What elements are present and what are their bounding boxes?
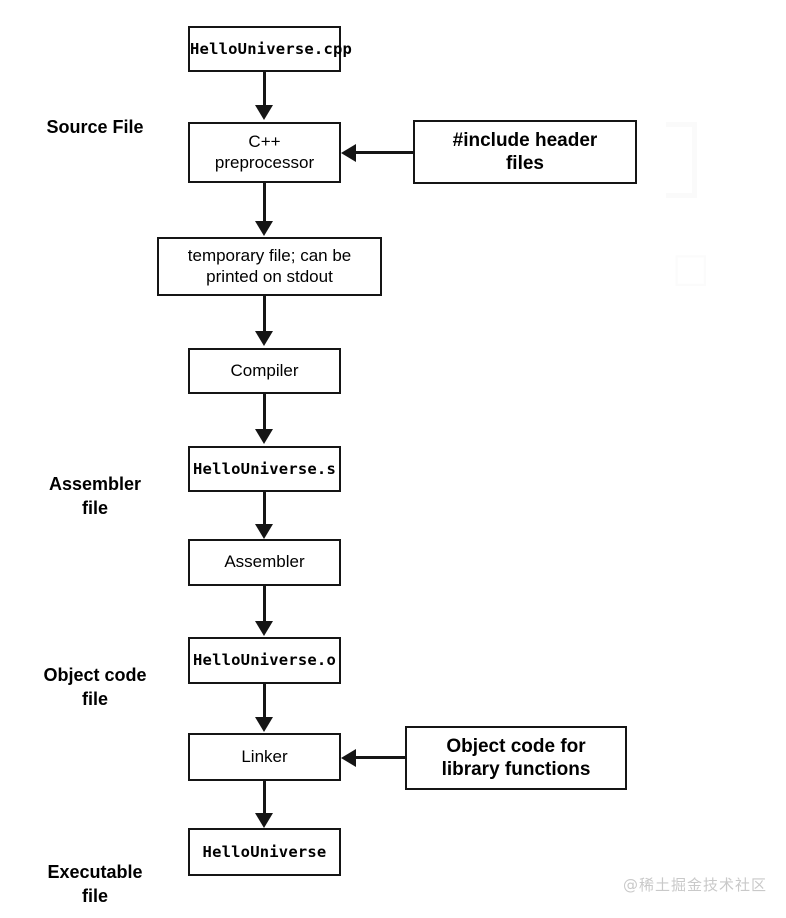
ghost-watermark-shape: [666, 122, 697, 198]
edge-linker-to-executable-line: [263, 781, 266, 814]
node-label: HelloUniverse: [202, 842, 327, 861]
node-label: Assembler: [224, 552, 305, 572]
node-linker[interactable]: Linker: [188, 733, 341, 781]
node-label: Object code for library functions: [441, 735, 591, 780]
node-label: HelloUniverse.s: [193, 459, 336, 478]
edge-linker-to-executable-arrow: [255, 813, 273, 828]
node-cpp-preprocessor[interactable]: C++ preprocessor: [188, 122, 341, 183]
edge-assembler-to-o-arrow: [255, 621, 273, 636]
edge-assembler-to-o-line: [263, 586, 266, 622]
node-label: HelloUniverse.cpp: [190, 39, 353, 58]
stage-label-object-code-file: Object code file: [20, 641, 170, 711]
edge-compiler-to-s-arrow: [255, 429, 273, 444]
node-hellouniverse-cpp[interactable]: HelloUniverse.cpp: [188, 26, 353, 72]
edge-include-to-preprocessor-arrow: [341, 143, 356, 162]
edge-s-to-assembler-line: [263, 492, 266, 525]
node-hellouniverse-executable[interactable]: HelloUniverse: [188, 828, 341, 876]
edge-include-to-preprocessor-line: [352, 151, 414, 154]
edge-s-to-assembler-arrow: [255, 524, 273, 539]
stage-label-text: Source File: [46, 117, 144, 138]
node-hellouniverse-o[interactable]: HelloUniverse.o: [188, 637, 341, 684]
edge-preprocessor-to-temp-line: [263, 183, 266, 222]
edge-preprocessor-to-temp-arrow: [255, 221, 273, 236]
edge-temp-to-compiler-line: [263, 296, 266, 332]
edge-o-to-linker-arrow: [255, 717, 273, 732]
edge-library-to-linker-arrow: [341, 748, 356, 767]
watermark-text: @稀土掘金技术社区: [623, 876, 768, 894]
node-object-code-library[interactable]: Object code for library functions: [405, 726, 627, 790]
stage-label-text: Assembler file: [48, 474, 142, 518]
node-compiler[interactable]: Compiler: [188, 348, 341, 394]
node-temporary-file[interactable]: temporary file; can be printed on stdout: [157, 237, 382, 296]
stage-label-source-file: Source File: [20, 93, 170, 140]
stage-label-text: Executable file: [47, 862, 143, 906]
node-hellouniverse-s[interactable]: HelloUniverse.s: [188, 446, 341, 492]
edge-library-to-linker-line: [352, 756, 406, 759]
edge-cpp-to-preprocessor-line: [263, 72, 266, 105]
edge-compiler-to-s-line: [263, 394, 266, 430]
stage-label-assembler-file: Assembler file: [20, 450, 170, 520]
stage-label-executable-file: Executable file: [20, 838, 170, 908]
node-assembler[interactable]: Assembler: [188, 539, 341, 586]
node-label: temporary file; can be printed on stdout: [187, 245, 352, 286]
ghost-watermark-glyph: □: [672, 245, 710, 291]
node-label: HelloUniverse.o: [193, 651, 336, 670]
edge-temp-to-compiler-arrow: [255, 331, 273, 346]
node-label: Compiler: [230, 360, 299, 380]
node-label: #include header files: [452, 129, 598, 174]
node-label: C++ preprocessor: [214, 131, 315, 172]
edge-o-to-linker-line: [263, 684, 266, 718]
stage-label-text: Object code file: [43, 665, 147, 709]
edge-cpp-to-preprocessor-arrow: [255, 105, 273, 120]
site-watermark: @稀土掘金技术社区: [623, 874, 767, 895]
node-include-header-files[interactable]: #include header files: [413, 120, 637, 184]
node-label: Linker: [241, 746, 288, 766]
